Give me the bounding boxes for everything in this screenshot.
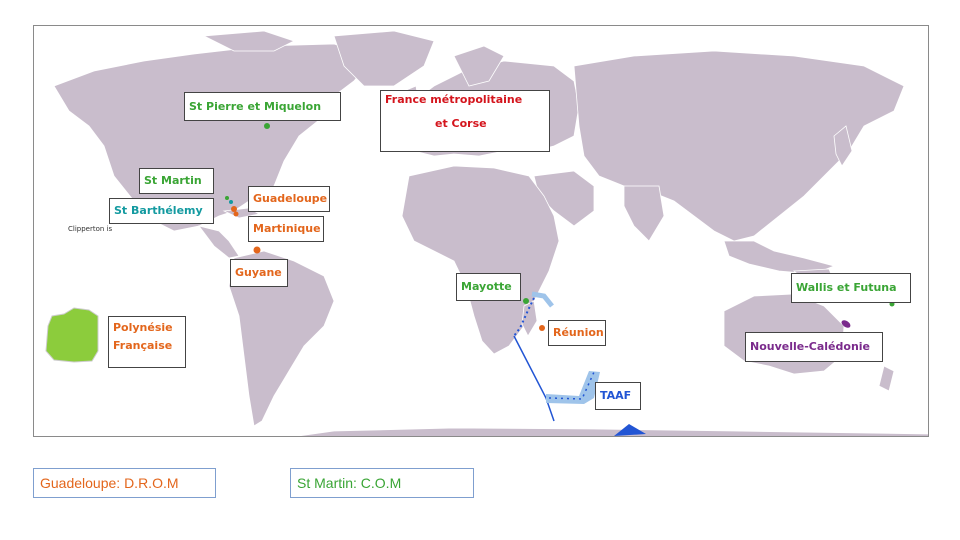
taaf-connector-line [513,335,555,422]
india [623,185,665,242]
world-map: St Pierre et Miquelon France métropolita… [33,25,929,437]
label-st-martin: St Martin [139,168,214,194]
guyane-dot [253,246,261,254]
label-france-text: France métropolitaine [385,93,523,106]
st-martin-dot [225,196,229,200]
adelie-land [614,424,646,436]
label-reunion: Réunion [548,320,606,346]
madagascar [521,300,538,337]
label-martinique: Martinique [248,216,324,242]
mayotte-dot [523,298,529,304]
label-wallis-futuna: Wallis et Futuna [791,273,911,303]
landmass-group [53,30,928,436]
southeast-asia [723,240,836,275]
label-france-metropolitaine: France métropolitaine et Corse [380,90,550,152]
st-pierre-dot [264,123,270,129]
taaf-region [546,371,600,404]
label-clipperton: Clipperton is [68,225,113,233]
label-guadeloupe: Guadeloupe [248,186,330,212]
new-zealand [878,365,895,392]
label-nouvelle-caledonie: Nouvelle-Calédonie [745,332,883,362]
label-taaf: TAAF [595,382,641,410]
eparses-islands-path [513,297,535,337]
japan [833,125,853,167]
scandinavia [453,45,505,87]
asia [573,50,905,242]
label-polynesie-francaise: Polynésie Française [108,316,186,368]
st-barthelemy-dot [229,200,233,204]
label-polynesie-line1: Polynésie [113,321,173,334]
martinique-dot [233,211,239,217]
guadeloupe-dot [231,206,237,212]
nouvelle-caledonie-shape [841,320,851,328]
south-america [228,250,335,427]
arctic-islands [202,30,296,52]
polynesie-shape [45,307,99,363]
st-martin-status-box: St Martin: C.O.M [290,468,474,498]
label-guyane: Guyane [230,259,288,287]
label-mayotte: Mayotte [456,273,521,301]
guadeloupe-status-box: Guadeloupe: D.R.O.M [33,468,216,498]
reunion-dot [539,325,545,331]
label-polynesie-line2: Française [113,339,173,352]
antarctica [295,427,928,436]
eparses-islands-north [531,291,554,308]
map-canvas [45,30,928,436]
label-st-pierre-miquelon: St Pierre et Miquelon [184,92,341,121]
africa [401,165,560,355]
label-st-barthelemy: St Barthélemy [109,198,214,224]
greenland [333,30,435,87]
label-corse-text: et Corse [435,117,487,130]
central-america [198,225,240,259]
